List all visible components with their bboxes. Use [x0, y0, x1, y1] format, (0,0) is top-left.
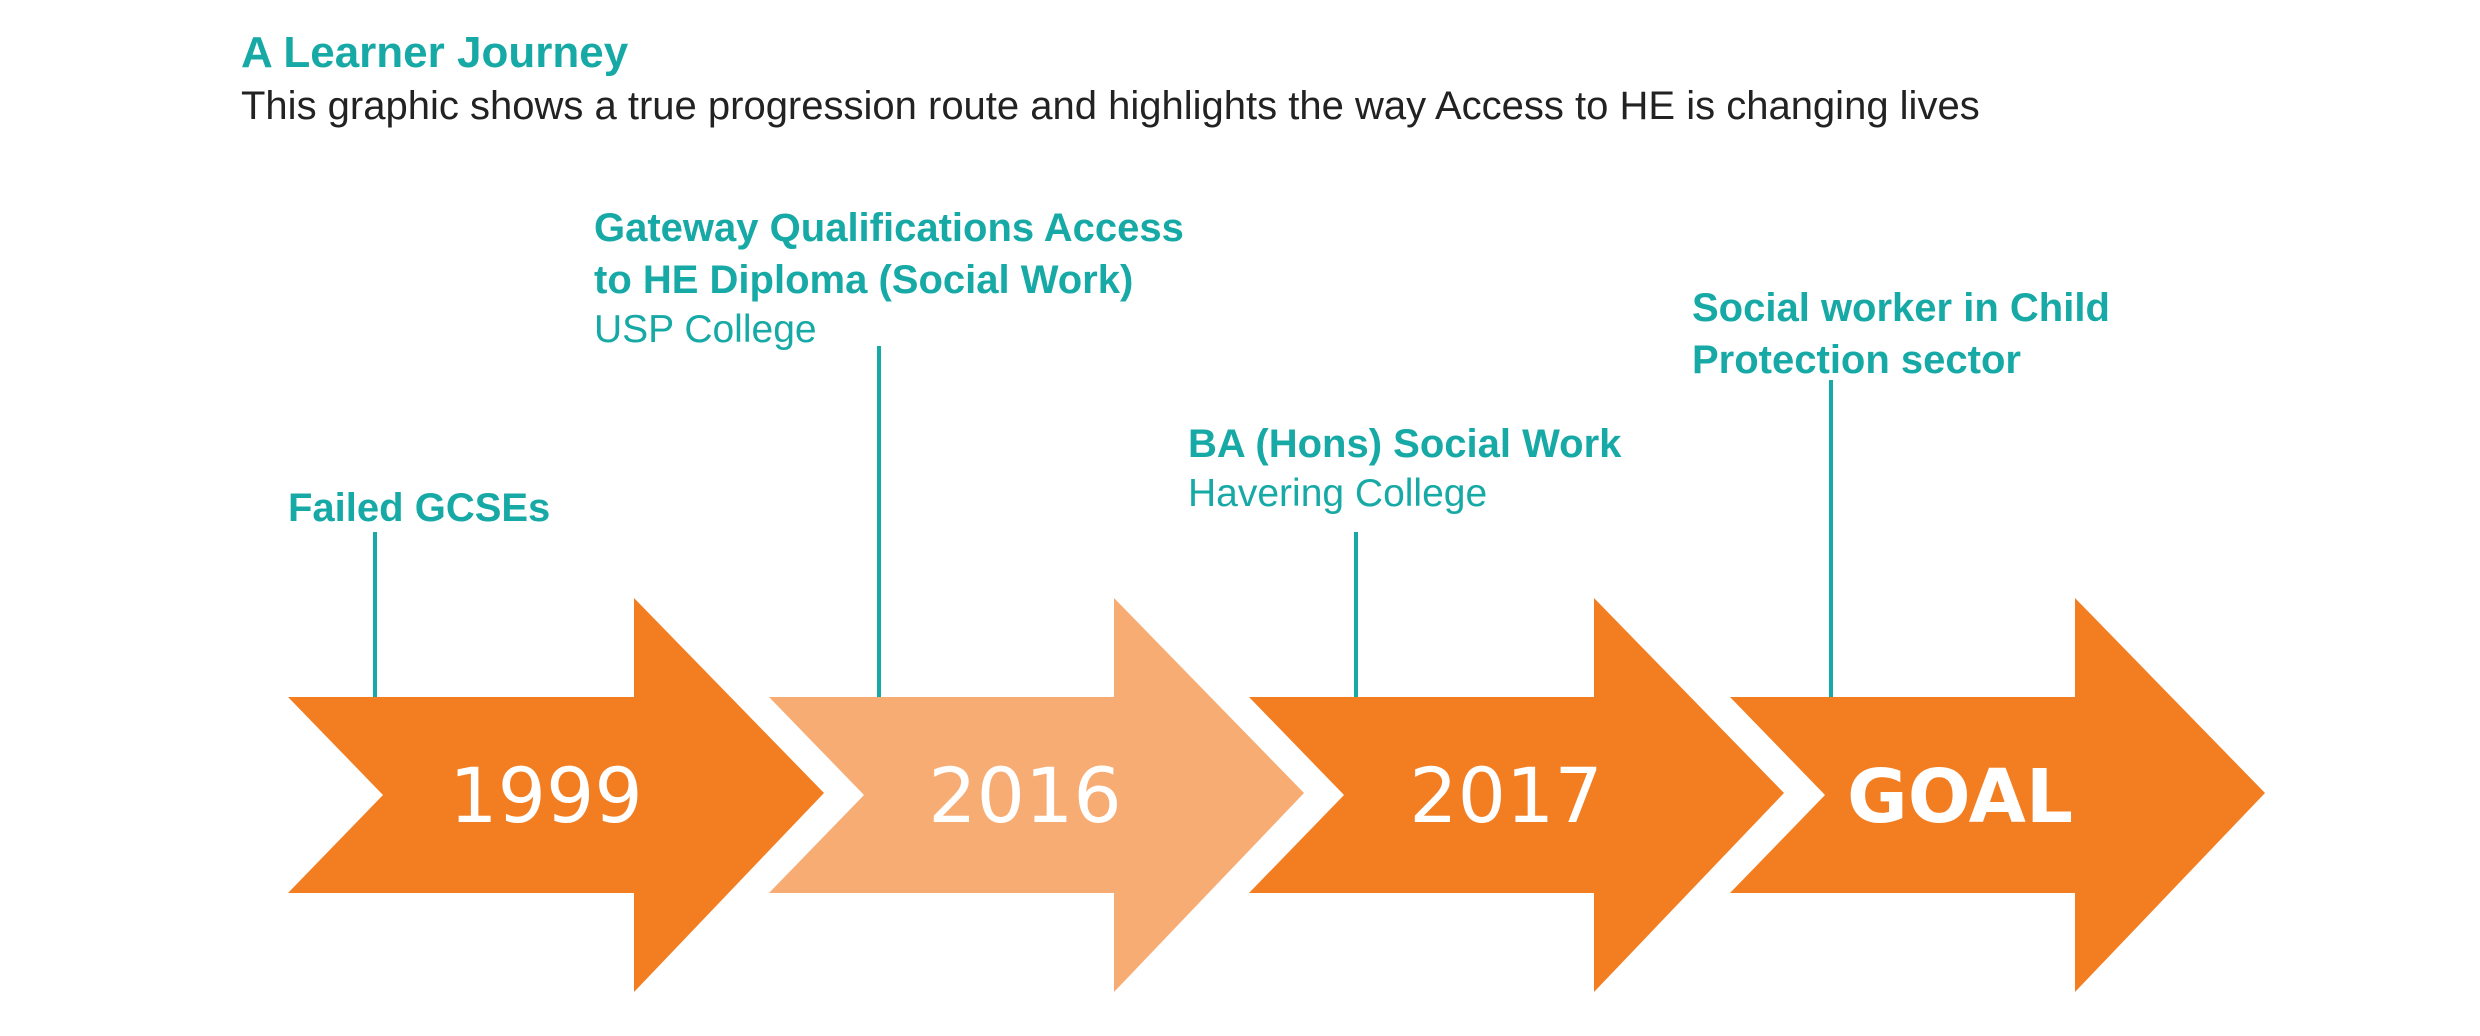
event-title-line2: to HE Diploma (Social Work) — [594, 258, 1134, 302]
step-label-2017: 2017 — [1409, 751, 1602, 840]
page-subtitle: This graphic shows a true progression ro… — [241, 84, 1980, 128]
event-label-2016: Gateway Qualifications Access to HE Dipl… — [594, 202, 1184, 354]
event-detail: USP College — [594, 308, 817, 351]
step-arrow-2017 — [1249, 598, 1784, 992]
step-label-1999: 1999 — [449, 751, 642, 840]
event-title: BA (Hons) Social Work — [1188, 422, 1622, 466]
step-arrow-2016 — [769, 598, 1304, 992]
event-detail: Havering College — [1188, 472, 1488, 515]
step-arrow-goal — [1730, 598, 2265, 992]
connector-line-goal — [1829, 380, 1833, 697]
step-arrow-1999 — [288, 598, 824, 992]
event-title: Social worker in Child — [1692, 286, 2110, 330]
event-label-2017: BA (Hons) Social Work Havering College — [1188, 418, 1621, 518]
step-label-goal: GOAL — [1847, 754, 2073, 840]
event-title: Failed GCSEs — [288, 486, 551, 530]
connector-line-1999 — [373, 532, 377, 697]
connector-line-2016 — [877, 346, 881, 697]
event-title-line2: Protection sector — [1692, 338, 2021, 382]
event-title: Gateway Qualifications Access — [594, 206, 1184, 250]
page-title: A Learner Journey — [241, 28, 629, 77]
event-label-goal: Social worker in Child Protection sector — [1692, 282, 2110, 386]
event-label-1999: Failed GCSEs — [288, 482, 550, 534]
connector-line-2017 — [1354, 532, 1358, 697]
step-label-2016: 2016 — [928, 751, 1121, 840]
